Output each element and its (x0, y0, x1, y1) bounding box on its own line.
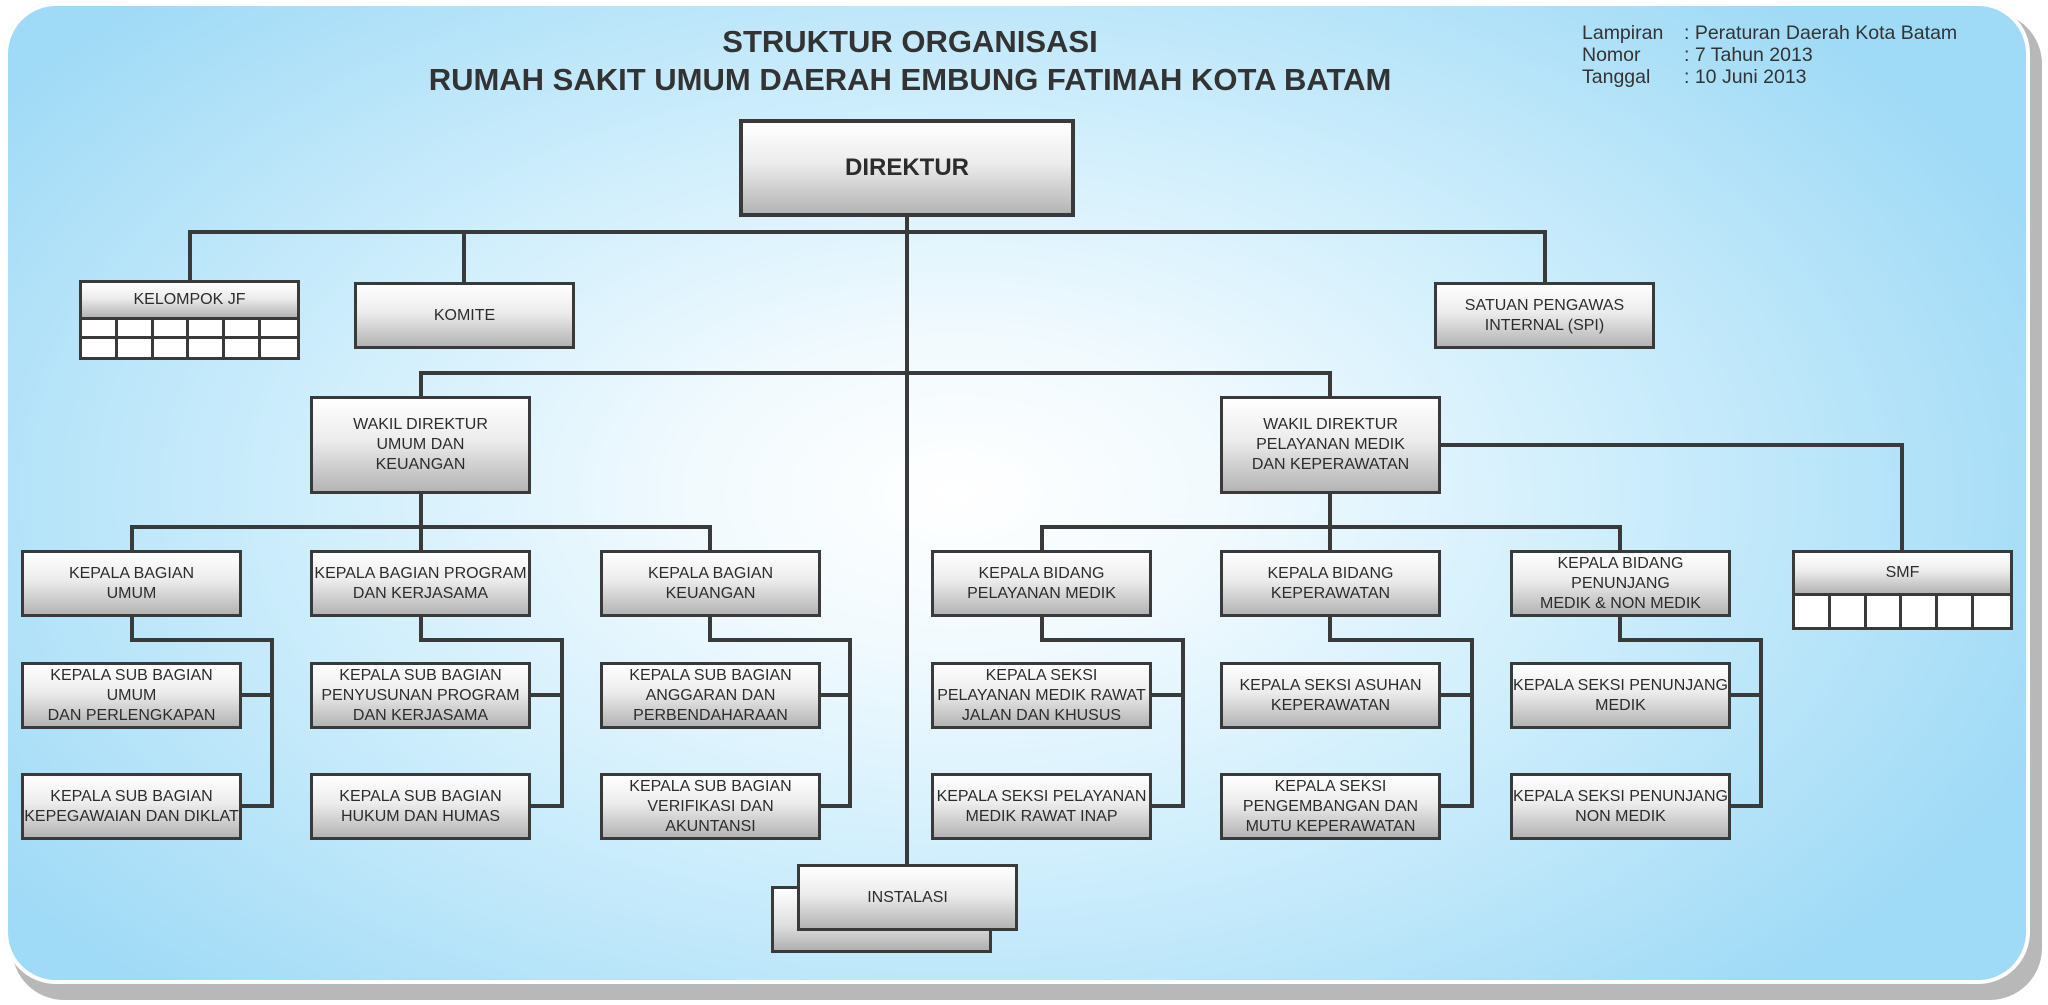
grid-cell (117, 320, 154, 339)
box-wadir-umum: WAKIL DIREKTUR UMUM DAN KEUANGAN (310, 396, 531, 494)
grid-cell (1902, 596, 1939, 627)
box-direktur: DIREKTUR (739, 119, 1075, 217)
box-ksb-kepegawaian: KEPALA SUB BAGIAN KEPEGAWAIAN DAN DIKLAT (21, 773, 242, 840)
bracket-kabid-pelayanan (1040, 614, 1185, 808)
box-kabid-pelayanan: KEPALA BIDANG PELAYANAN MEDIK (931, 550, 1152, 617)
grid-cell (82, 338, 118, 357)
box-kabid-keperawatan: KEPALA BIDANG KEPERAWATAN (1220, 550, 1441, 617)
grid-cell (1938, 596, 1975, 627)
box-ksb-hukum: KEPALA SUB BAGIAN HUKUM DAN HUMAS (310, 773, 531, 840)
bracket-kabag-keuangan (708, 614, 852, 808)
meta-tanggal-label: Tanggal (1582, 66, 1651, 88)
grid-cell (1974, 596, 2010, 627)
grid-cell (153, 338, 190, 357)
box-ksb-penyusunan: KEPALA SUB BAGIAN PENYUSUNAN PROGRAM DAN… (310, 662, 531, 729)
meta-nomor: Nomor : 7 Tahun 2013 (1582, 44, 1957, 66)
box-ksb-anggaran: KEPALA SUB BAGIAN ANGGARAN DAN PERBENDAH… (600, 662, 821, 729)
box-kabag-umum: KEPALA BAGIAN UMUM (21, 550, 242, 617)
grid-cell (1866, 596, 1903, 627)
grid-cell (261, 338, 297, 357)
bracket-kabag-program (419, 614, 564, 808)
meta-nomor-label: Nomor (1582, 44, 1641, 66)
box-kabag-program: KEPALA BAGIAN PROGRAM DAN KERJASAMA (310, 550, 531, 617)
box-ks-asuhan: KEPALA SEKSI ASUHAN KEPERAWATAN (1220, 662, 1441, 729)
kelompok-jf-grid (82, 320, 297, 357)
box-ks-rawat-jalan: KEPALA SEKSI PELAYANAN MEDIK RAWAT JALAN… (931, 662, 1152, 729)
meta-lampiran-value: : Peraturan Daerah Kota Batam (1684, 22, 1958, 44)
bracket-kabag-umum (130, 614, 274, 808)
grid-cell (189, 320, 226, 339)
box-spi: SATUAN PENGAWAS INTERNAL (SPI) (1434, 282, 1655, 349)
box-instalasi: INSTALASI (797, 864, 1018, 931)
box-ks-penunjang-medik: KEPALA SEKSI PENUNJANG MEDIK (1510, 662, 1731, 729)
bracket-kabid-penunjang (1618, 614, 1763, 808)
grid-cell (225, 338, 262, 357)
box-kelompok-jf: KELOMPOK JF (79, 280, 300, 360)
box-wadir-medik: WAKIL DIREKTUR PELAYANAN MEDIK DAN KEPER… (1220, 396, 1441, 494)
meta-lampiran: Lampiran : Peraturan Daerah Kota Batam (1582, 22, 1957, 44)
box-ks-pengembangan: KEPALA SEKSI PENGEMBANGAN DAN MUTU KEPER… (1220, 773, 1441, 840)
bracket-kabid-keperawatan (1328, 614, 1474, 808)
grid-cell (82, 320, 118, 339)
meta-nomor-value: : 7 Tahun 2013 (1684, 44, 1813, 66)
grid-cell (1830, 596, 1867, 627)
smf-grid (1795, 596, 2010, 627)
grid-cell (117, 338, 154, 357)
box-kabag-keuangan: KEPALA BAGIAN KEUANGAN (600, 550, 821, 617)
kelompok-jf-label: KELOMPOK JF (82, 283, 297, 320)
chart-title: STRUKTUR ORGANISASI (722, 24, 1098, 59)
box-ksb-umum: KEPALA SUB BAGIAN UMUM DAN PERLENGKAPAN (21, 662, 242, 729)
grid-cell (189, 338, 226, 357)
regulation-info: Lampiran : Peraturan Daerah Kota Batam N… (1582, 22, 1957, 88)
box-komite: KOMITE (354, 282, 575, 349)
box-ks-penunjang-non: KEPALA SEKSI PENUNJANG NON MEDIK (1510, 773, 1731, 840)
meta-lampiran-label: Lampiran (1582, 22, 1664, 44)
grid-cell (1795, 596, 1831, 627)
chart-subtitle: RUMAH SAKIT UMUM DAERAH EMBUNG FATIMAH K… (428, 62, 1392, 97)
grid-cell (153, 320, 190, 339)
grid-cell (225, 320, 262, 339)
box-kabid-penunjang: KEPALA BIDANG PENUNJANG MEDIK & NON MEDI… (1510, 550, 1731, 617)
meta-tanggal: Tanggal : 10 Juni 2013 (1582, 66, 1957, 88)
grid-cell (261, 320, 297, 339)
box-ksb-verifikasi: KEPALA SUB BAGIAN VERIFIKASI DAN AKUNTAN… (600, 773, 821, 840)
box-smf: SMF (1792, 550, 2013, 630)
smf-label: SMF (1795, 553, 2010, 596)
meta-tanggal-value: : 10 Juni 2013 (1684, 66, 1807, 88)
box-ks-rawat-inap: KEPALA SEKSI PELAYANAN MEDIK RAWAT INAP (931, 773, 1152, 840)
